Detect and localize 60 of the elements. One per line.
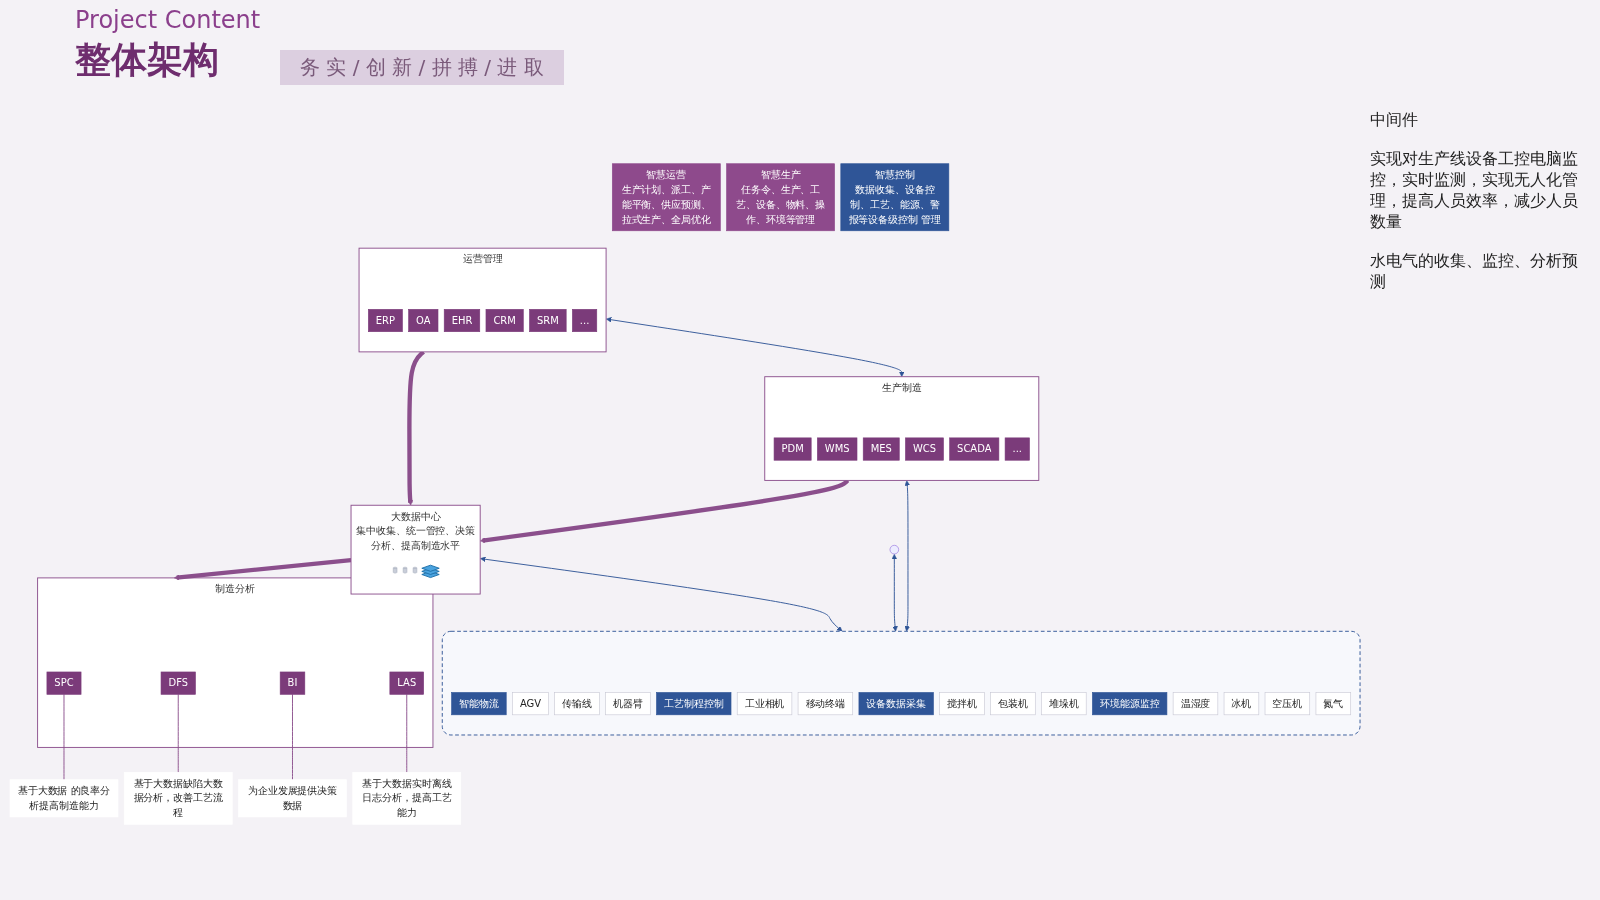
annotation-text: 为企业发展提供决策数据	[238, 779, 347, 818]
section-header: 智能物流	[451, 692, 507, 716]
arrow	[606, 317, 905, 377]
leader-line	[63, 693, 65, 781]
device-label: 移动终端	[797, 692, 854, 716]
device-label: 包装机	[990, 692, 1036, 716]
system-box: PDM	[773, 437, 812, 461]
system-box: LAS	[389, 671, 424, 695]
tagline: 务 实 / 创 新 / 拼 搏 / 进 取	[280, 50, 564, 85]
arrow	[891, 554, 898, 632]
note: 中间件	[1370, 110, 1419, 131]
system-box: EHR	[443, 309, 481, 332]
leader-line	[292, 693, 293, 781]
device-label: 堆垛机	[1041, 692, 1087, 716]
arrow	[904, 480, 910, 632]
section-header: 环境能源监控	[1092, 692, 1168, 716]
books-drawing	[421, 564, 440, 579]
system-box: MES	[862, 437, 900, 461]
leader-line	[177, 693, 179, 773]
system-box: CRM	[485, 309, 524, 332]
section-header: 设备数据采集	[858, 692, 934, 716]
arrow	[407, 350, 425, 506]
annotation-text: 基于大数据 的良率分析提高制造能力	[9, 779, 119, 818]
annotation-text: 基于大数据实时离线日志分析，提高工艺能力	[352, 771, 462, 825]
device-label: 氮气	[1315, 692, 1352, 716]
annotation-text: 基于大数据缺陷大数据分析，改善工艺流程	[123, 771, 233, 825]
system-box: WMS	[817, 437, 858, 461]
group-panel: 大数据中心 集中收集、统一管控、决策分析、提高制造水平	[350, 504, 481, 595]
note: 实现对生产线设备工控电脑监控，实时监测，实现无人化管理，提高人员效率，减少人员数量	[1370, 149, 1579, 233]
system-box: SPC	[46, 671, 82, 695]
category-band: 智慧运营 生产计划、派工、产能平衡、供应预测、拉式生产、全局优化	[612, 163, 721, 232]
category-band: 智慧控制 数据收集、设备控制、工艺、能源、警报等设备级控制 管理	[840, 163, 950, 232]
device-label: 温湿度	[1172, 692, 1219, 716]
database-cylinder	[392, 566, 398, 574]
device-label: 空压机	[1264, 692, 1311, 716]
arrow	[480, 556, 843, 632]
subtitle: Project Content	[75, 6, 261, 34]
system-box: BI	[279, 671, 306, 695]
device-label: 机器臂	[605, 692, 651, 716]
device-label: 搅拌机	[939, 692, 985, 716]
device-label: 工业相机	[736, 692, 793, 716]
system-box: OA	[408, 309, 439, 332]
database-cylinder	[412, 566, 418, 574]
title: 整体架构	[75, 38, 219, 82]
device-label: 传输线	[554, 692, 600, 716]
device-label: AGV	[512, 692, 549, 716]
section-header: 工艺制程控制	[656, 692, 732, 716]
system-box: ...	[1004, 437, 1030, 461]
arrow	[174, 557, 352, 581]
category-band: 智慧生产 任务令、生产、工艺、设备、物料、操作、环境等管理	[726, 163, 835, 232]
system-box: DFS	[160, 671, 196, 695]
device-label: 冰机	[1223, 692, 1260, 716]
system-box: ...	[572, 309, 598, 332]
system-box: ERP	[368, 309, 403, 332]
note: 水电气的收集、监控、分析预测	[1370, 251, 1579, 293]
system-box: WCS	[905, 437, 944, 461]
database-cylinder	[402, 566, 408, 574]
leader-line	[406, 693, 408, 773]
system-box: SRM	[529, 309, 567, 332]
system-box: SCADA	[949, 437, 1000, 461]
